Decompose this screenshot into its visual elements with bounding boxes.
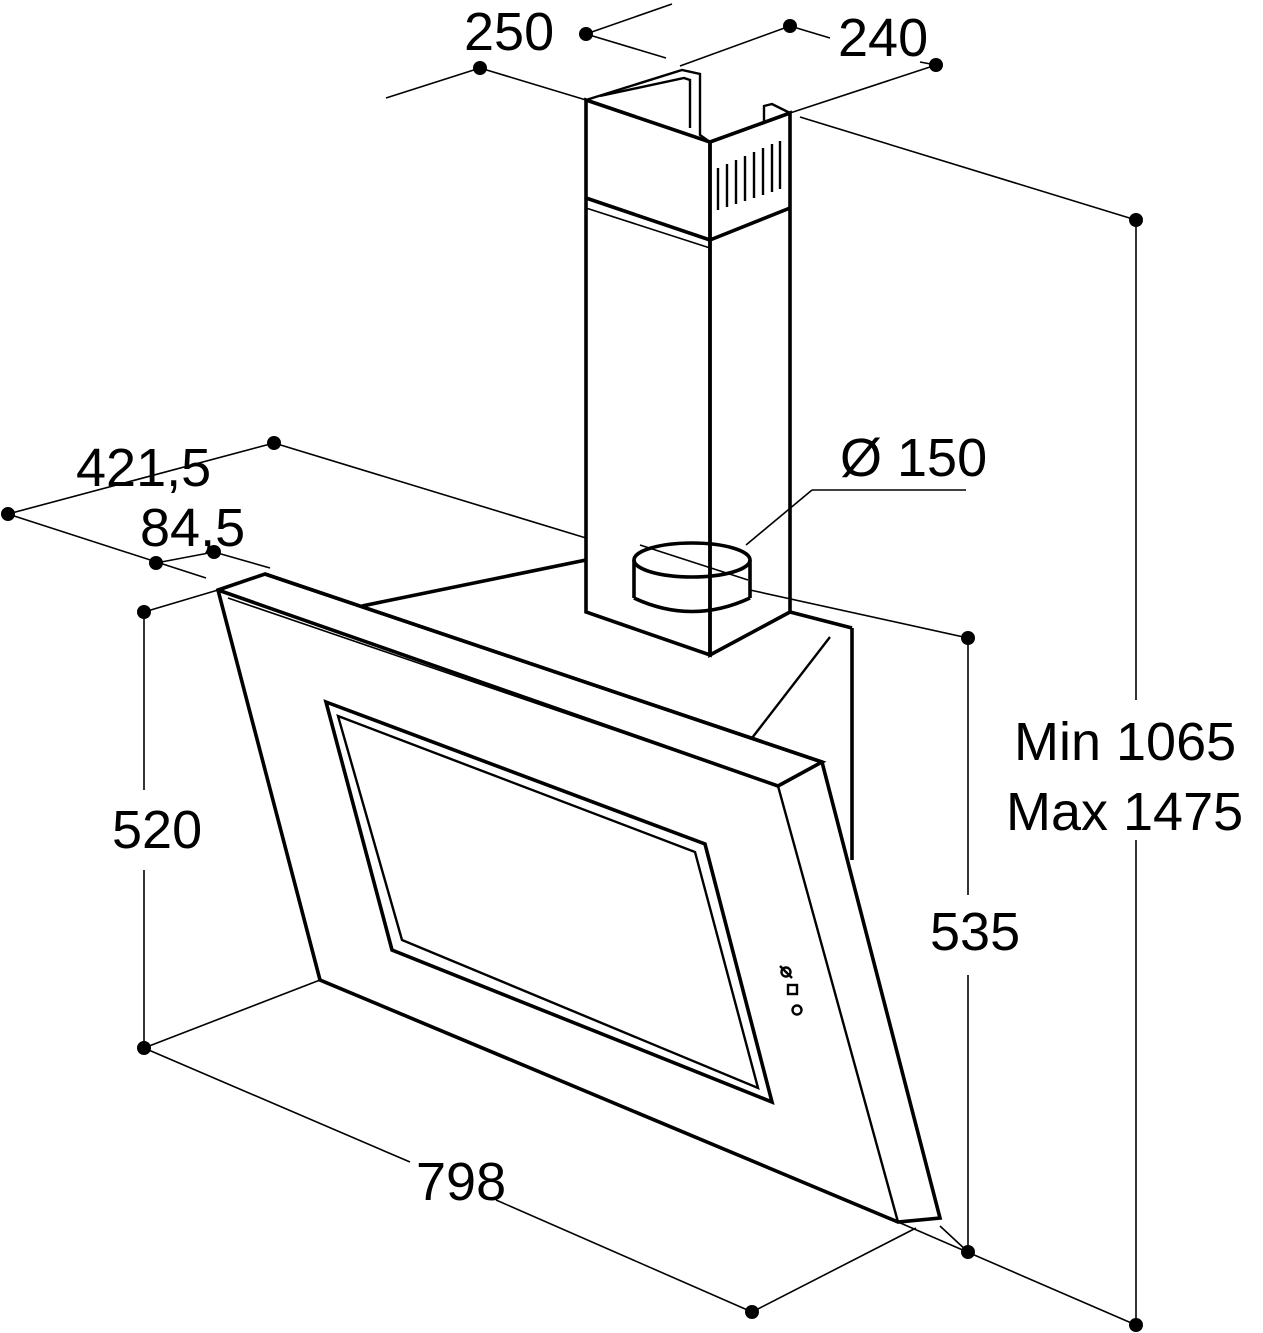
label-chimney-width: 240 xyxy=(838,8,928,68)
dimension-lines xyxy=(1,3,1143,1332)
label-hood-depth: 421,5 xyxy=(76,438,211,498)
dim-point xyxy=(149,556,163,570)
control-buttons xyxy=(779,965,803,1016)
vent-slots xyxy=(716,141,782,210)
dim-point xyxy=(473,61,487,75)
label-hood-width: 798 xyxy=(416,1152,506,1212)
dim-point xyxy=(579,27,593,41)
label-chimney-depth: 250 xyxy=(464,2,554,62)
label-total-height-max: Max 1475 xyxy=(1006,782,1243,842)
dim-point xyxy=(1,507,15,521)
dimension-labels: 250 240 421,5 84,5 Ø 150 520 535 Min 106… xyxy=(76,2,1243,1212)
label-total-height-min: Min 1065 xyxy=(1014,712,1236,772)
label-duct-diameter: Ø 150 xyxy=(840,428,987,488)
dim-point xyxy=(783,19,797,33)
label-side-height: 535 xyxy=(930,902,1020,962)
hood-body xyxy=(215,558,943,1224)
label-hood-offset: 84,5 xyxy=(140,498,245,558)
chimney xyxy=(584,68,792,659)
duct-outlet xyxy=(632,541,752,614)
label-front-height: 520 xyxy=(112,800,202,860)
